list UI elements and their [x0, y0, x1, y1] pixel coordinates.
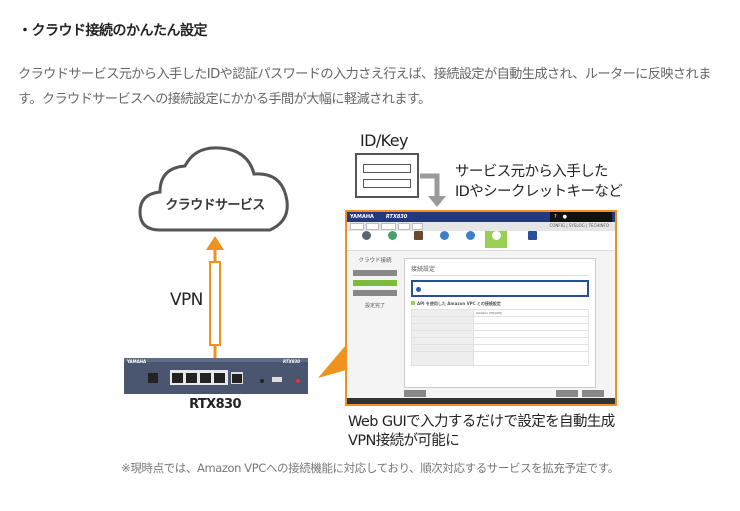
gui-side-title: クラウド接続 [358, 258, 392, 264]
idkey-form-icon [355, 153, 419, 198]
gui-back-button [556, 390, 578, 397]
gui-vpn-icon [407, 231, 429, 248]
section-heading: ・クラウド接続のかんたん設定 [18, 23, 208, 39]
gui-footer [347, 398, 615, 404]
idkey-arrow [420, 173, 446, 207]
service-text-line1: サービス元から入手した [455, 164, 609, 180]
router-label: RTX830 [189, 397, 241, 412]
gui-main-panel: 接続設定 API を使用した Amazon VPC との接続設定 Amazon … [404, 258, 596, 388]
vpn-label: VPN [170, 290, 203, 310]
gui-next-button [582, 390, 604, 397]
gui-tab [366, 223, 380, 230]
gui-brand: YAMAHA [350, 214, 374, 220]
gui-tool-icon [355, 231, 377, 248]
gui-model: RTX830 [385, 214, 408, 220]
gui-headset-icon [433, 231, 455, 248]
router-image [124, 358, 308, 394]
caption-line2: VPN接続が可能に [348, 433, 460, 449]
caption-line1: Web GUIで入力するだけで設定を自動生成 [348, 414, 615, 430]
gui-tab [350, 223, 365, 230]
web-gui-screenshot: YAMAHA RTX830 ? ● CONFIG | SYSLOG | TECHI… [345, 210, 617, 406]
gui-icon-bar [347, 231, 615, 251]
service-credentials-text: サービス元から入手した IDやシークレットキーなど [455, 162, 623, 202]
gui-tab [381, 223, 396, 230]
gui-step-done: 設定完了 [364, 303, 385, 309]
gui-cancel-button [404, 390, 426, 397]
gui-steps: クラウド接続 設定完了 [353, 256, 397, 309]
gui-section-title: API を使用した Amazon VPC との接続設定 [411, 301, 589, 307]
gui-info-box [411, 280, 589, 297]
vpn-arrow [206, 236, 224, 358]
gui-cloud-icon [485, 231, 507, 248]
gui-buttons [404, 390, 604, 397]
diagram-caption: Web GUIで入力するだけで設定を自動生成 VPN接続が可能に [348, 413, 615, 451]
user-icon: ● [562, 214, 568, 220]
gui-form-table: Amazon VPC(API) [411, 309, 590, 366]
gui-remote-icon [459, 231, 481, 248]
gui-monitor-icon [521, 231, 543, 248]
gui-help-icon: ? [554, 214, 557, 220]
cloud-label: クラウドサービス [165, 198, 265, 213]
callout-pointer [318, 345, 346, 378]
gui-service-value: Amazon VPC(API) [472, 309, 590, 317]
gui-header: YAMAHA RTX830 ? ● [347, 212, 615, 222]
footnote: ※現時点では、Amazon VPCへの接続機能に対応しており、順次対応するサービ… [121, 461, 619, 475]
router-brand: YAMAHA [127, 359, 147, 364]
gui-main-title: 接続設定 [411, 264, 589, 276]
router-model-badge: RTX830 [283, 359, 301, 364]
gui-tab [411, 223, 424, 230]
gui-links: CONFIG | SYSLOG | TECHINFO [549, 223, 609, 228]
gui-globe-icon [381, 231, 403, 248]
cloud-icon [138, 146, 289, 232]
section-paragraph: クラウドサービス元から入手したIDや認証パスワードの入力さえ行えば、接続設定が自… [18, 67, 711, 107]
gui-step [353, 270, 397, 276]
gui-tabs: CONFIG | SYSLOG | TECHINFO [347, 222, 615, 231]
gui-tab [397, 223, 410, 230]
idkey-label: ID/Key [360, 131, 408, 150]
gui-step [353, 290, 397, 296]
service-text-line2: IDやシークレットキーなど [455, 184, 623, 200]
gui-step-active [353, 280, 397, 286]
